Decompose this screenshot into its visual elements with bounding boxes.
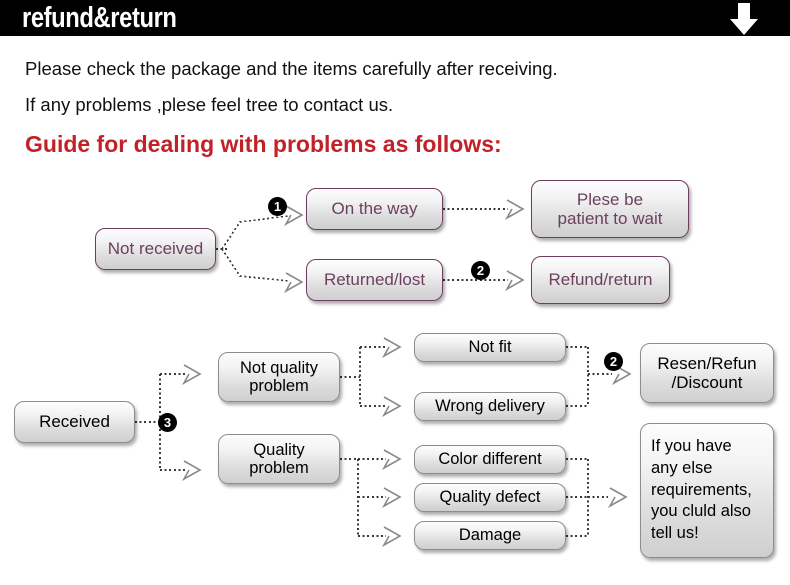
intro-line-1: Please check the package and the items c… — [25, 58, 558, 79]
guide-heading: Guide for dealing with problems as follo… — [25, 131, 502, 157]
badge-3: 3 — [158, 413, 177, 432]
box-reason-not-fit[interactable]: Not fit — [414, 333, 566, 362]
box-not-received[interactable]: Not received — [95, 228, 216, 270]
box-received[interactable]: Received — [14, 401, 135, 443]
box-on-the-way[interactable]: On the way — [306, 188, 443, 230]
box-reason-color-different[interactable]: Color different — [414, 445, 566, 474]
intro-line-2: If any problems ,plese feel tree to cont… — [25, 94, 394, 115]
page-title: refund&return — [22, 2, 177, 34]
box-please-be-patient[interactable]: Plese be patient to wait — [531, 180, 689, 238]
badge-2-top: 2 — [471, 261, 490, 280]
box-returned-lost[interactable]: Returned/lost — [306, 259, 443, 301]
box-extra-requirements-note[interactable]: If you have any else requirements, you c… — [640, 423, 774, 558]
arrow-down-icon — [730, 3, 758, 35]
box-refund-return[interactable]: Refund/return — [531, 256, 670, 304]
badge-2-bottom: 2 — [604, 352, 623, 371]
box-resend-refund-discount[interactable]: Resen/Refun /Discount — [640, 343, 774, 403]
badge-1: 1 — [268, 197, 287, 216]
header-bar: refund&return — [0, 0, 790, 36]
box-quality-problem[interactable]: Quality problem — [218, 434, 340, 484]
box-reason-damage[interactable]: Damage — [414, 521, 566, 550]
box-not-quality-problem[interactable]: Not quality problem — [218, 352, 340, 402]
box-reason-wrong-delivery[interactable]: Wrong delivery — [414, 392, 566, 421]
box-reason-quality-defect[interactable]: Quality defect — [414, 483, 566, 512]
